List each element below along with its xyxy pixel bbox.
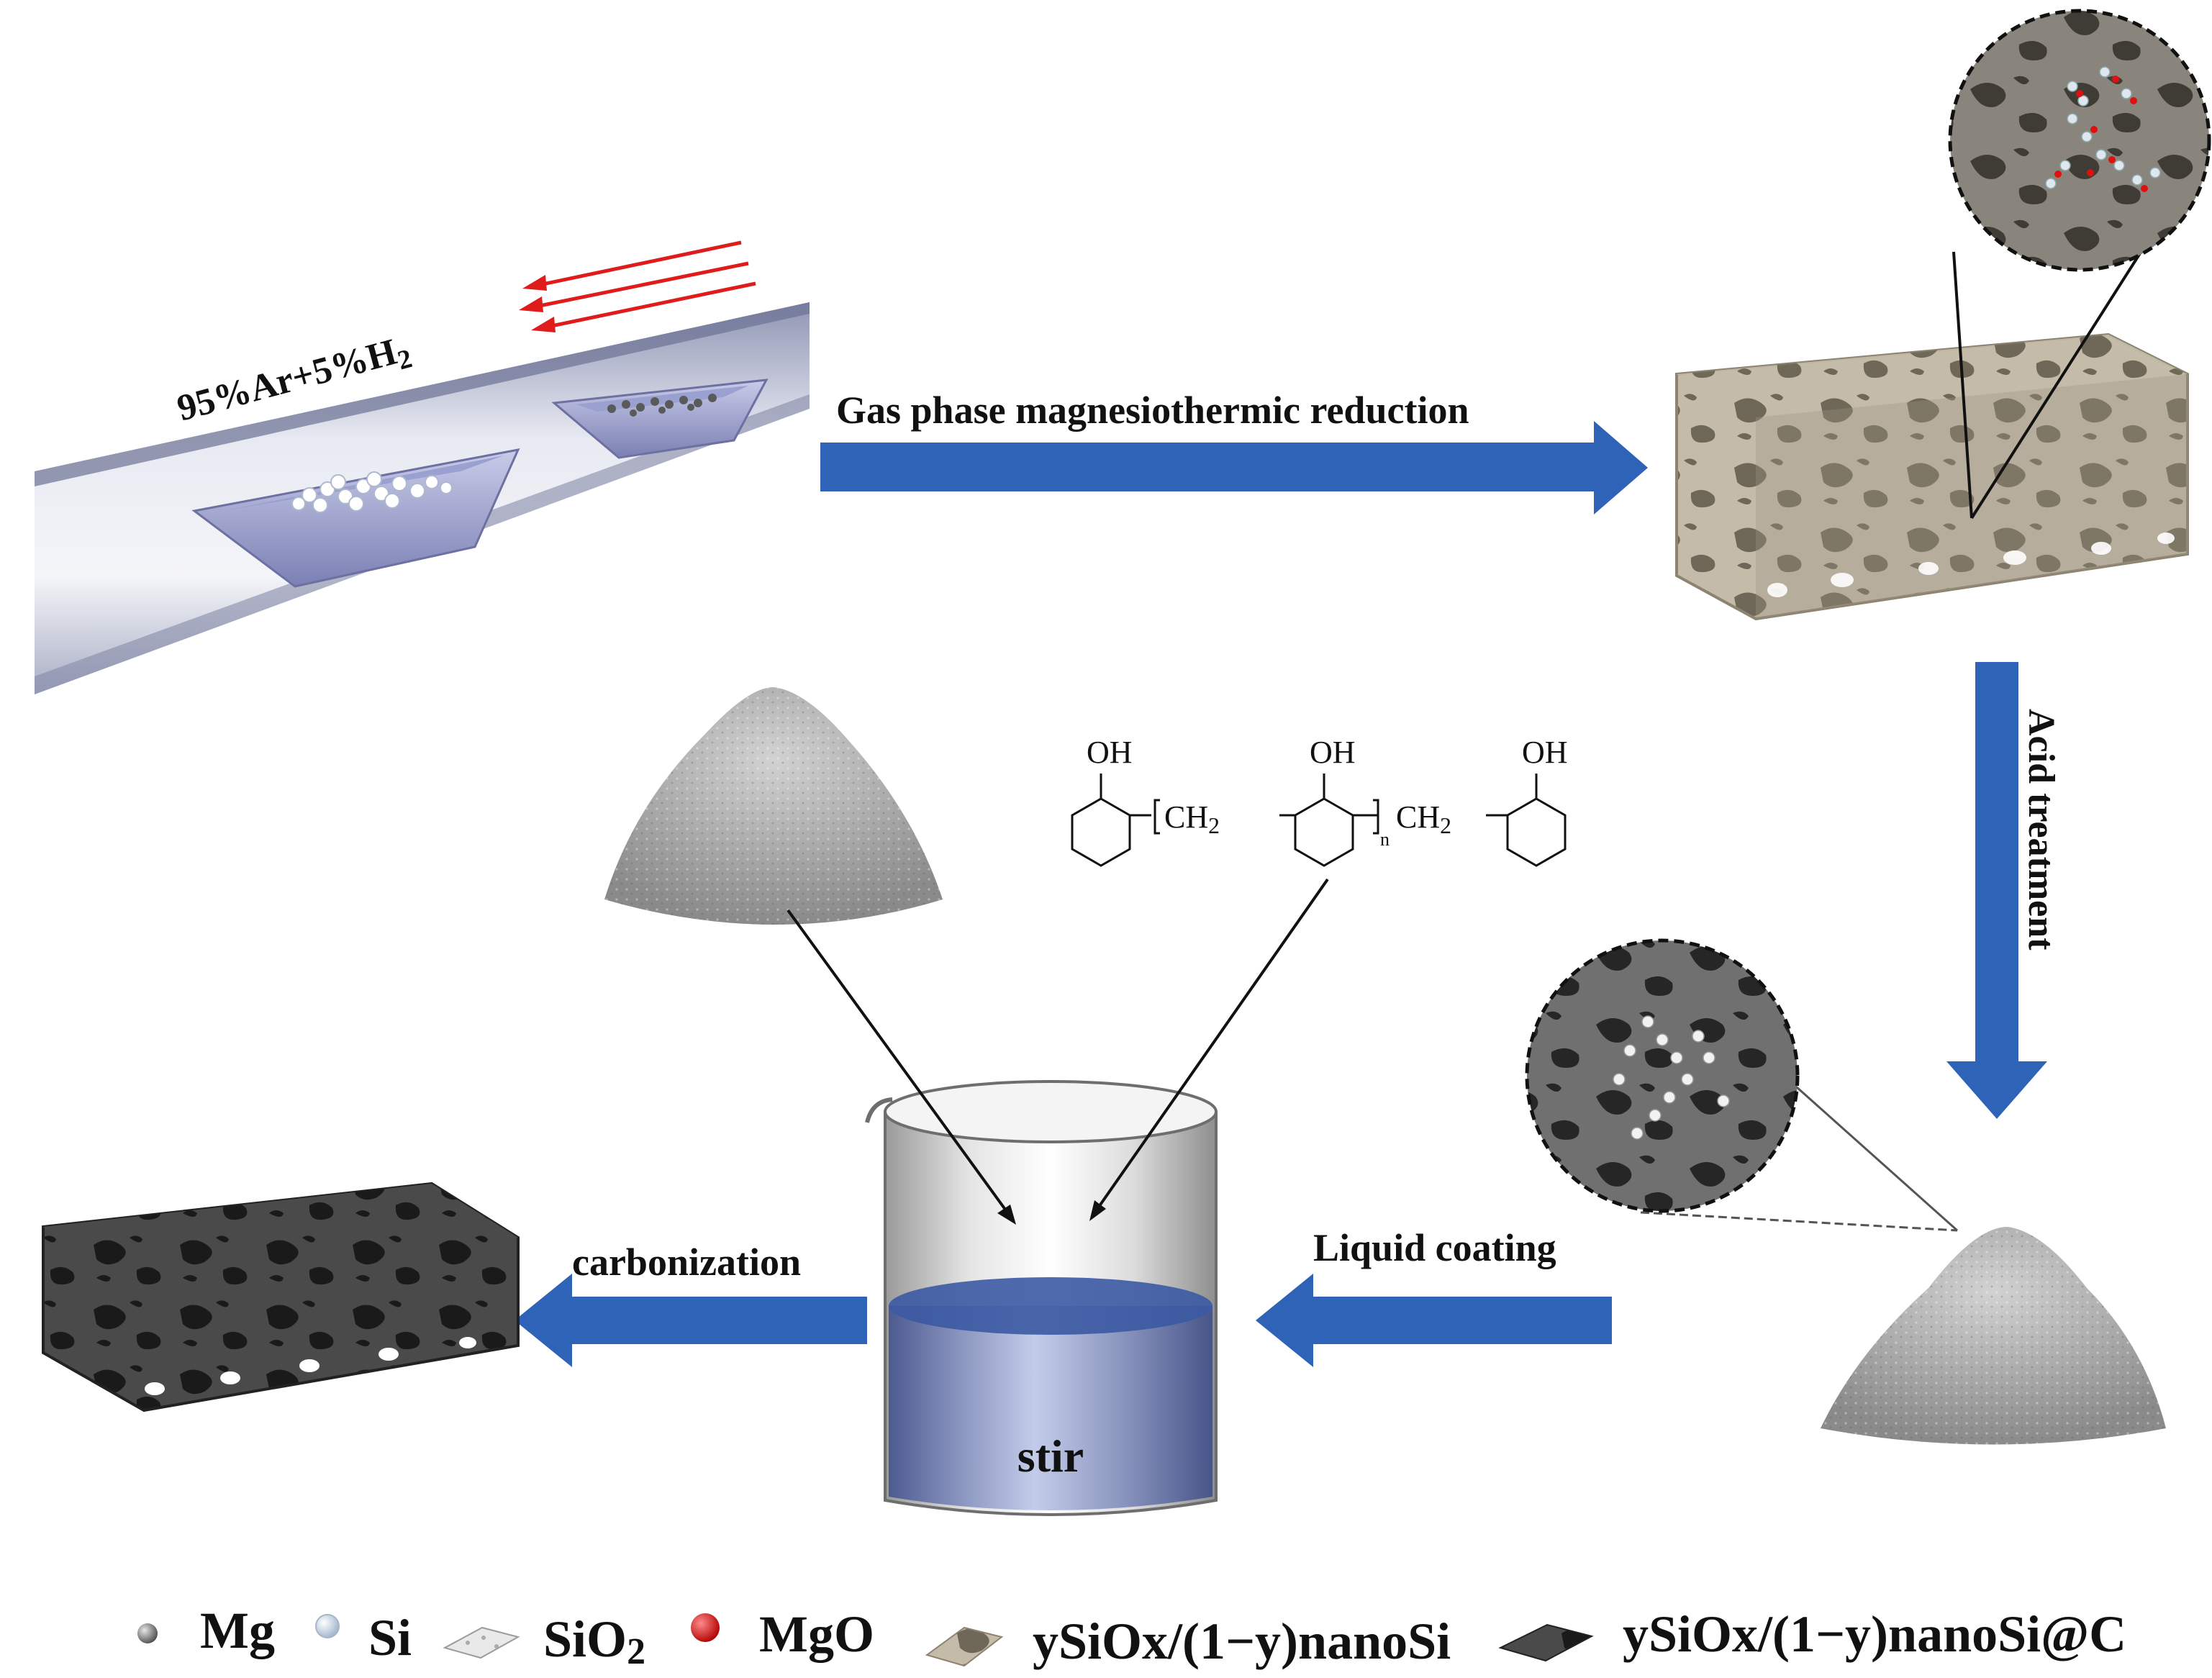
legend-siox: ySiOx/(1−y)nanoSi [1033,1613,1451,1670]
powder-pile-icon [1821,1227,2166,1445]
carbonization-arrow [515,1274,867,1367]
si-legend-icon [315,1614,340,1638]
legend-sio2: SiO2 [543,1610,645,1672]
combustion-boat-icon [191,448,520,588]
mgo-legend-icon [691,1613,720,1642]
mg-legend-icon [137,1623,158,1643]
svg-text:n: n [1380,829,1390,850]
legend-siox-c: ySiOx/(1−y)nanoSi@C [1623,1605,2126,1663]
magnified-pore-icon [1525,938,1958,1232]
stir-label: stir [1017,1430,1084,1482]
siox-legend-icon [925,1626,1004,1667]
legend-mgo: MgO [759,1605,874,1663]
porous-block-icon [1675,332,2189,621]
combustion-boat-icon [551,378,769,459]
svg-text:CH2: CH2 [1396,799,1451,838]
beaker-icon [865,1080,1218,1516]
liquid-coating-label: Liquid coating [1313,1226,1556,1269]
addition-arrows [787,878,1329,1225]
sio2-legend-icon [443,1626,520,1659]
gas-phase-label: Gas phase magnesiothermic reduction [836,389,1469,432]
siox-c-legend-icon [1498,1623,1594,1662]
legend: Mg Si SiO2 MgO ySiOx/(1−y)nanoSi ySiOx/(… [137,1602,2126,1672]
svg-text:OH: OH [1310,735,1356,770]
gas-flow-arrows [519,240,756,332]
svg-text:OH: OH [1087,735,1133,770]
liquid-coating-arrow [1256,1274,1612,1367]
acid-arrow [1946,662,2047,1119]
phenolic-resin-labels: OH OH OH CH2 n CH2 [1087,735,1568,850]
powder-pile-icon [604,687,943,925]
carbonization-label: carbonization [572,1241,801,1284]
phenolic-resin-structure-icon [1071,774,1567,867]
gas-phase-arrow [820,421,1648,514]
svg-text:OH: OH [1522,735,1568,770]
acid-label: Acid treatment [2021,709,2062,951]
legend-si: Si [368,1609,412,1666]
legend-mg: Mg [200,1602,275,1659]
magnified-pore-icon [1948,9,2211,520]
svg-text:CH2: CH2 [1164,799,1220,838]
porous-block-icon [42,1182,520,1412]
